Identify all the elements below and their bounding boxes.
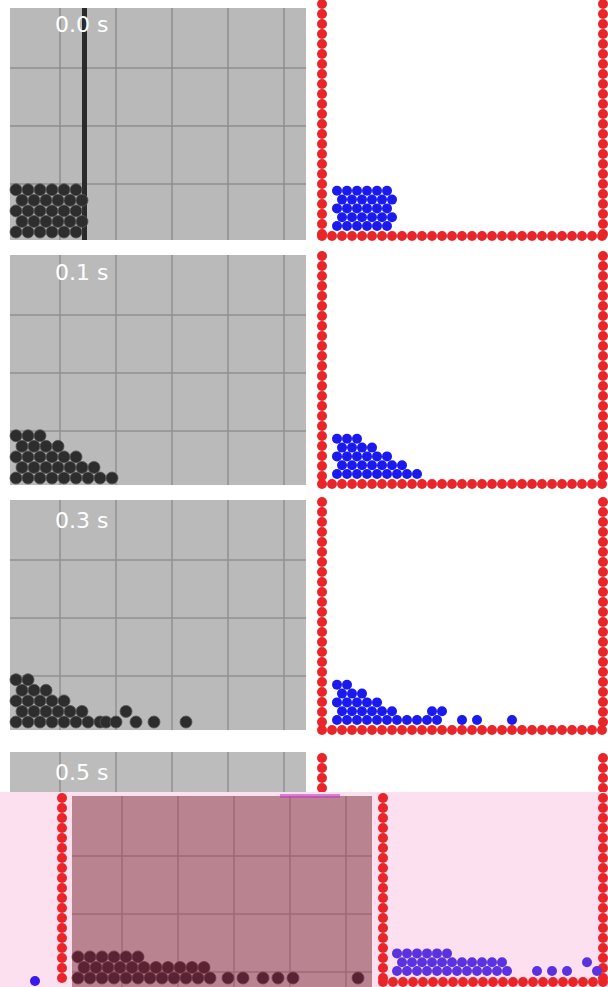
time-label: 0.0 s xyxy=(55,14,108,36)
time-label: 0.5 s xyxy=(55,762,108,784)
time-label: 0.1 s xyxy=(55,262,108,284)
time-label: 0.3 s xyxy=(55,510,108,532)
